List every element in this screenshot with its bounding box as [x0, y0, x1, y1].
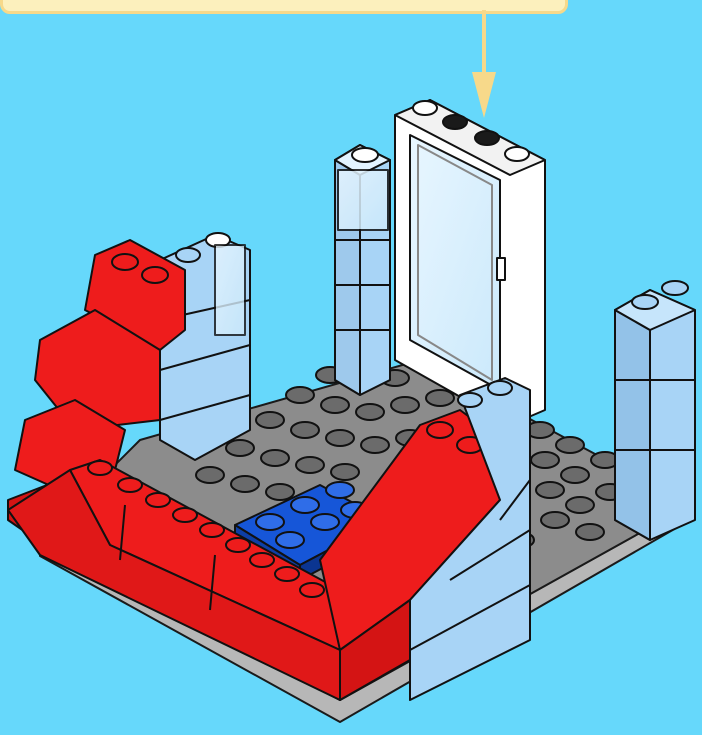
right-column	[615, 281, 695, 540]
back-column	[335, 145, 390, 395]
down-arrow-icon	[472, 10, 496, 118]
